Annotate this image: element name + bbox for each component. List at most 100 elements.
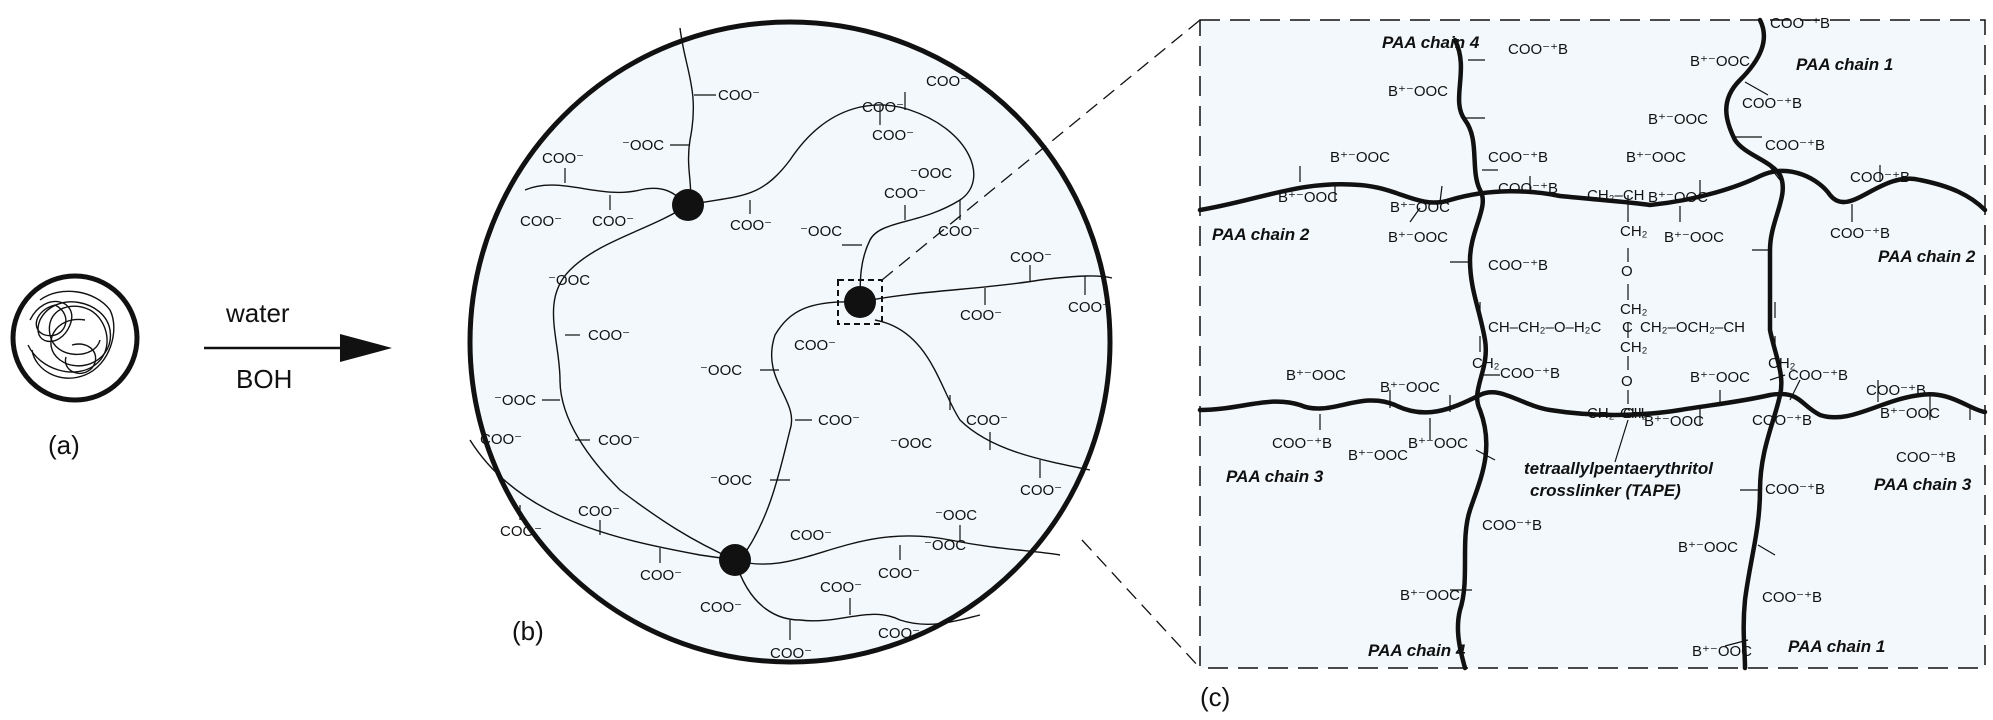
panel-b: COO⁻ ⁻OOC COO⁻ COO⁻ COO⁻ COO⁻ COO⁻ COO⁻ … (467, 19, 1113, 665)
panel-c: CH₂–CH CH₂ O CH₂ CH–CH₂–O–H₂C C CH₂–OCH₂… (1197, 15, 1988, 671)
carboxylate-label: COO⁻ (820, 579, 862, 596)
carboxylate-label: COO⁻ (1020, 482, 1062, 499)
salt-label: B⁺⁻OOC (1278, 189, 1338, 206)
carboxylate-label: COO⁻ (878, 565, 920, 582)
salt-label: COO⁻⁺B (1866, 382, 1926, 399)
salt-label: COO⁻⁺B (1500, 365, 1560, 382)
zoom-guide-line (881, 19, 1201, 281)
salt-label: COO⁻⁺B (1765, 481, 1825, 498)
panel-c-pendant-ticks (1299, 59, 1971, 647)
carboxylate-label: COO⁻ (480, 431, 522, 448)
carboxylate-label: COO⁻ (878, 625, 920, 642)
salt-label: B⁺⁻OOC (1286, 367, 1346, 384)
carboxylate-label: COO⁻ (640, 567, 682, 584)
tape-oxygen: O (1621, 263, 1633, 280)
carboxylate-label: ⁻OOC (924, 537, 966, 554)
coiled-chain-scribble (27, 290, 115, 379)
salt-label: B⁺⁻OOC (1330, 149, 1390, 166)
salt-label: B⁺⁻OOC (1380, 379, 1440, 396)
carboxylate-label: ⁻OOC (890, 435, 932, 452)
salt-label: COO⁻⁺B (1482, 517, 1542, 534)
salt-label: B⁺⁻OOC (1678, 539, 1738, 556)
carboxylate-label: COO⁻ (578, 503, 620, 520)
salt-label: B⁺⁻OOC (1390, 199, 1450, 216)
panel-c-chain-names: PAA chain 4 PAA chain 1 PAA chain 2 PAA … (1212, 33, 1976, 660)
carboxylate-label: COO⁻ (1068, 299, 1110, 316)
tape-left-arm: CH–CH₂–O–H₂C (1488, 319, 1602, 336)
swollen-microgel-circle (467, 19, 1113, 665)
salt-label: B⁺⁻OOC (1648, 111, 1708, 128)
panel-c-salt-labels: COO⁻⁺B B⁺⁻OOC COO⁻⁺B B⁺⁻OOC B⁺⁻OOC B⁺⁻OO… (1272, 15, 1956, 660)
crosslink-node (844, 286, 876, 318)
salt-label: B⁺⁻OOC (1648, 189, 1708, 206)
salt-label: B⁺⁻OOC (1388, 83, 1448, 100)
panel-a: (a) (10, 273, 140, 460)
arrow-top-label: water (225, 298, 290, 328)
tape-crosslinker: CH₂–CH CH₂ O CH₂ CH–CH₂–O–H₂C C CH₂–OCH₂… (1472, 187, 1796, 463)
carboxylate-label: ⁻OOC (548, 272, 590, 289)
crosslink-node (672, 189, 704, 221)
carboxylate-label: COO⁻ (884, 185, 926, 202)
salt-label: B⁺⁻OOC (1690, 53, 1750, 70)
salt-label: COO⁻⁺B (1498, 180, 1558, 197)
carboxylate-label: COO⁻ (1010, 249, 1052, 266)
carboxylate-label: COO⁻ (520, 213, 562, 230)
salt-label: COO⁻⁺B (1742, 95, 1802, 112)
carboxylate-label: COO⁻ (500, 523, 542, 540)
salt-label: COO⁻⁺B (1762, 589, 1822, 606)
salt-label: COO⁻⁺B (1896, 449, 1956, 466)
carboxylate-label: COO⁻ (818, 412, 860, 429)
crosslink-node (719, 544, 751, 576)
chain-label-1: PAA chain 1 (1796, 55, 1893, 74)
carboxylate-label: COO⁻ (938, 223, 980, 240)
chain-label-3: PAA chain 3 (1874, 475, 1972, 494)
tape-ch2-ch-top: CH₂–CH (1587, 187, 1645, 204)
salt-label: COO⁻⁺B (1488, 149, 1548, 166)
reaction-arrow: water BOH (204, 298, 392, 394)
carboxylate-label: COO⁻ (588, 327, 630, 344)
zoom-guide-line (1081, 539, 1201, 669)
salt-label: COO⁻⁺B (1765, 137, 1825, 154)
carboxylate-label: COO⁻ (598, 432, 640, 449)
tape-ch2: CH₂ (1620, 339, 1648, 356)
salt-label: B⁺⁻OOC (1880, 405, 1940, 422)
panel-b-label: (b) (512, 616, 544, 646)
salt-label: B⁺⁻OOC (1348, 447, 1408, 464)
zoom-panel-frame (1199, 19, 1986, 669)
tape-oxygen: O (1621, 373, 1633, 390)
chain-label-4: PAA chain 4 (1382, 33, 1480, 52)
zoom-selection-box (837, 279, 883, 325)
panel-b-chains (469, 27, 1113, 625)
crosslinker-caption-line2: crosslinker (TAPE) (1530, 481, 1681, 500)
salt-label: B⁺⁻OOC (1664, 229, 1724, 246)
carboxylate-label: COO⁻ (794, 337, 836, 354)
panel-c-label: (c) (1200, 682, 1230, 712)
salt-label: B⁺⁻OOC (1690, 369, 1750, 386)
tape-central-carbon: C (1622, 319, 1633, 336)
carboxylate-label: COO⁻ (872, 127, 914, 144)
salt-label: B⁺⁻OOC (1644, 413, 1704, 430)
salt-label: B⁺⁻OOC (1400, 587, 1460, 604)
carboxylate-label: COO⁻ (592, 213, 634, 230)
arrow-bottom-label: BOH (236, 364, 292, 394)
chain-label-3: PAA chain 3 (1226, 467, 1324, 486)
chain-label-2: PAA chain 2 (1212, 225, 1310, 244)
salt-label: COO⁻⁺B (1488, 257, 1548, 274)
panel-a-label: (a) (48, 430, 80, 460)
tape-ch2: CH₂ (1620, 301, 1648, 318)
collapsed-polymer-particle (10, 273, 140, 403)
carboxylate-label: ⁻OOC (910, 165, 952, 182)
salt-label: B⁺⁻OOC (1408, 435, 1468, 452)
carboxylate-label: COO⁻ (700, 599, 742, 616)
tape-ch2-left: CH₂ (1472, 355, 1500, 372)
carboxylate-label: COO⁻ (790, 527, 832, 544)
carboxylate-label: COO⁻ (926, 73, 968, 90)
salt-label: COO⁻⁺B (1770, 15, 1830, 32)
carboxylate-label: ⁻OOC (935, 507, 977, 524)
salt-label: COO⁻⁺B (1752, 412, 1812, 429)
carboxylate-label: COO⁻ (542, 150, 584, 167)
salt-label: B⁺⁻OOC (1388, 229, 1448, 246)
tape-ch2: CH₂ (1620, 223, 1648, 240)
chain-label-2: PAA chain 2 (1878, 247, 1976, 266)
salt-label: COO⁻⁺B (1272, 435, 1332, 452)
